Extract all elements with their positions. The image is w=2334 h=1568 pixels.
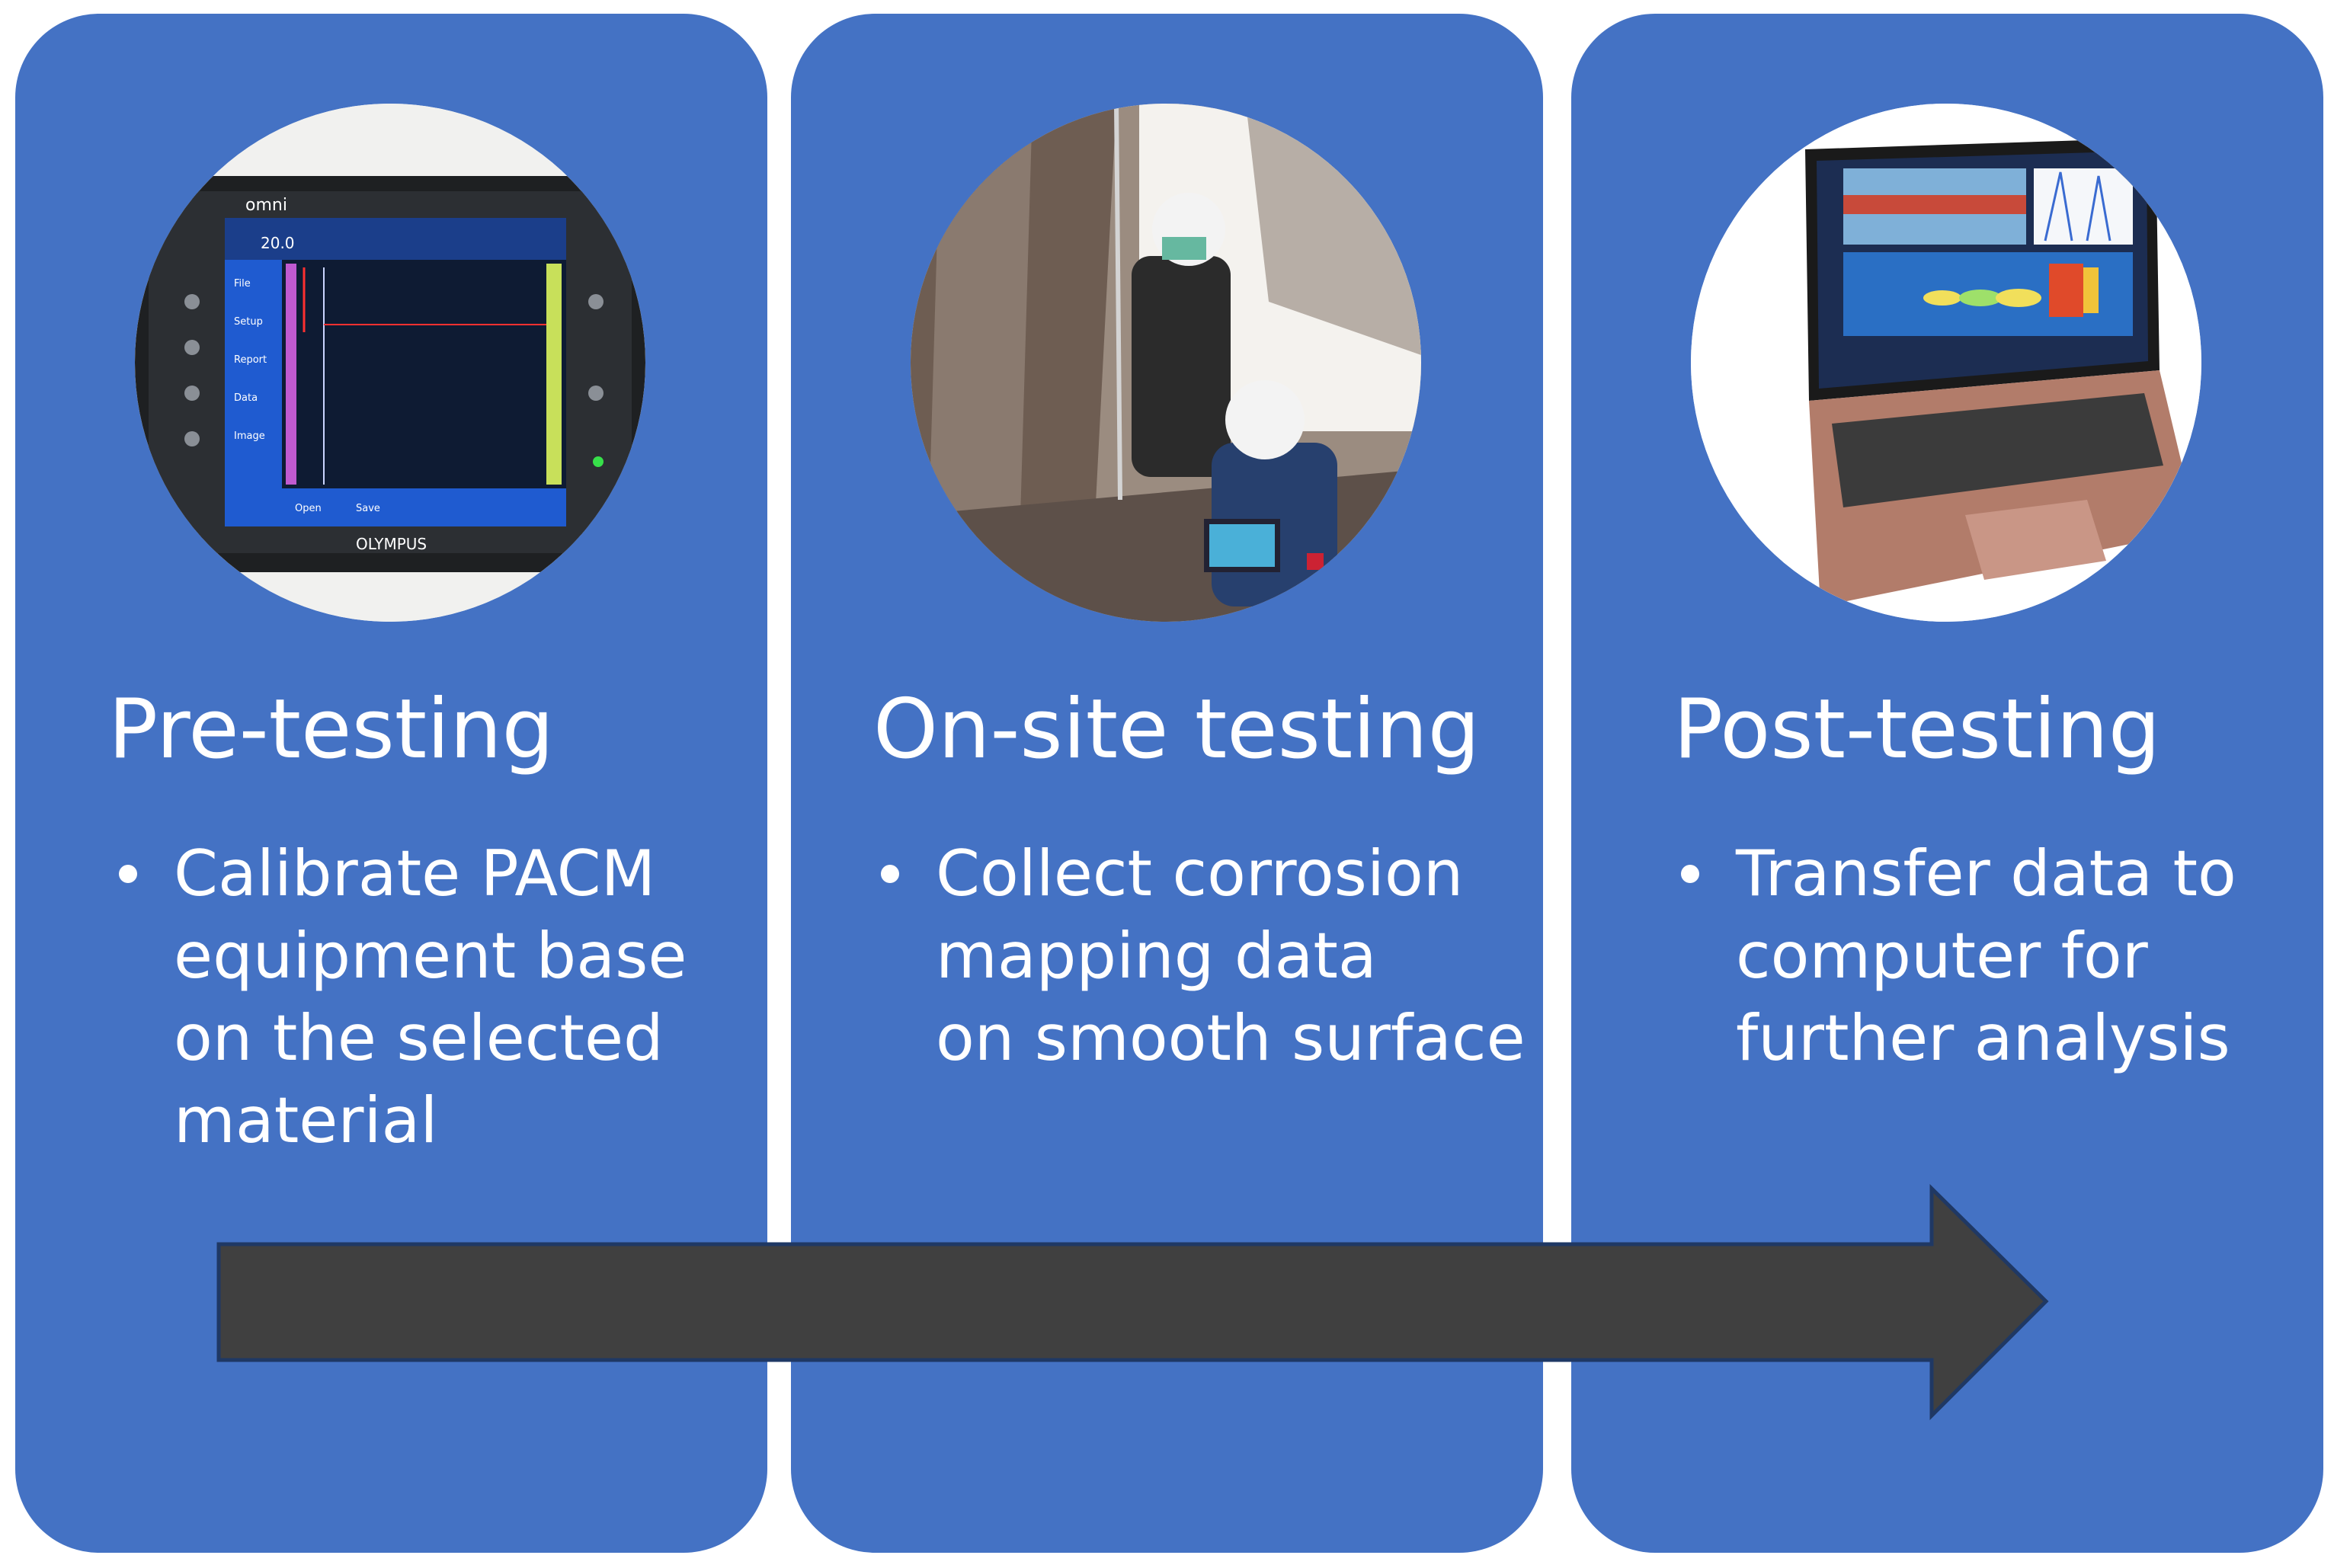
stage-title: Pre-testing <box>108 682 555 777</box>
device-menu-save: Save <box>356 503 380 514</box>
stage-title: Post-testing <box>1673 682 2161 777</box>
device-menu-setup: Setup <box>234 316 263 328</box>
flaw-detector-illustration: omni OLYMPUS 20.0 File Setup Report Data… <box>135 104 645 622</box>
ultrasonic-flaw-detector-photo: omni OLYMPUS 20.0 File Setup Report Data… <box>135 104 645 622</box>
device-menu-file: File <box>234 278 251 290</box>
technicians-illustration <box>911 104 1421 622</box>
device-menu-report: Report <box>234 354 267 366</box>
laptop-illustration <box>1691 104 2201 622</box>
device-brand-label: omni <box>245 196 287 215</box>
stage-title: On-site testing <box>873 682 1481 777</box>
stage-panel-pre-testing: omni OLYMPUS 20.0 File Setup Report Data… <box>15 14 767 1553</box>
technicians-scanning-pipe-photo <box>911 104 1421 622</box>
laptop-c-scan-analysis-photo <box>1691 104 2201 622</box>
device-maker-label: OLYMPUS <box>356 535 427 553</box>
device-menu-image: Image <box>234 430 265 442</box>
device-gain-value: 20.0 <box>261 234 295 252</box>
device-menu-data: Data <box>234 392 258 404</box>
device-menu-open: Open <box>295 503 322 514</box>
